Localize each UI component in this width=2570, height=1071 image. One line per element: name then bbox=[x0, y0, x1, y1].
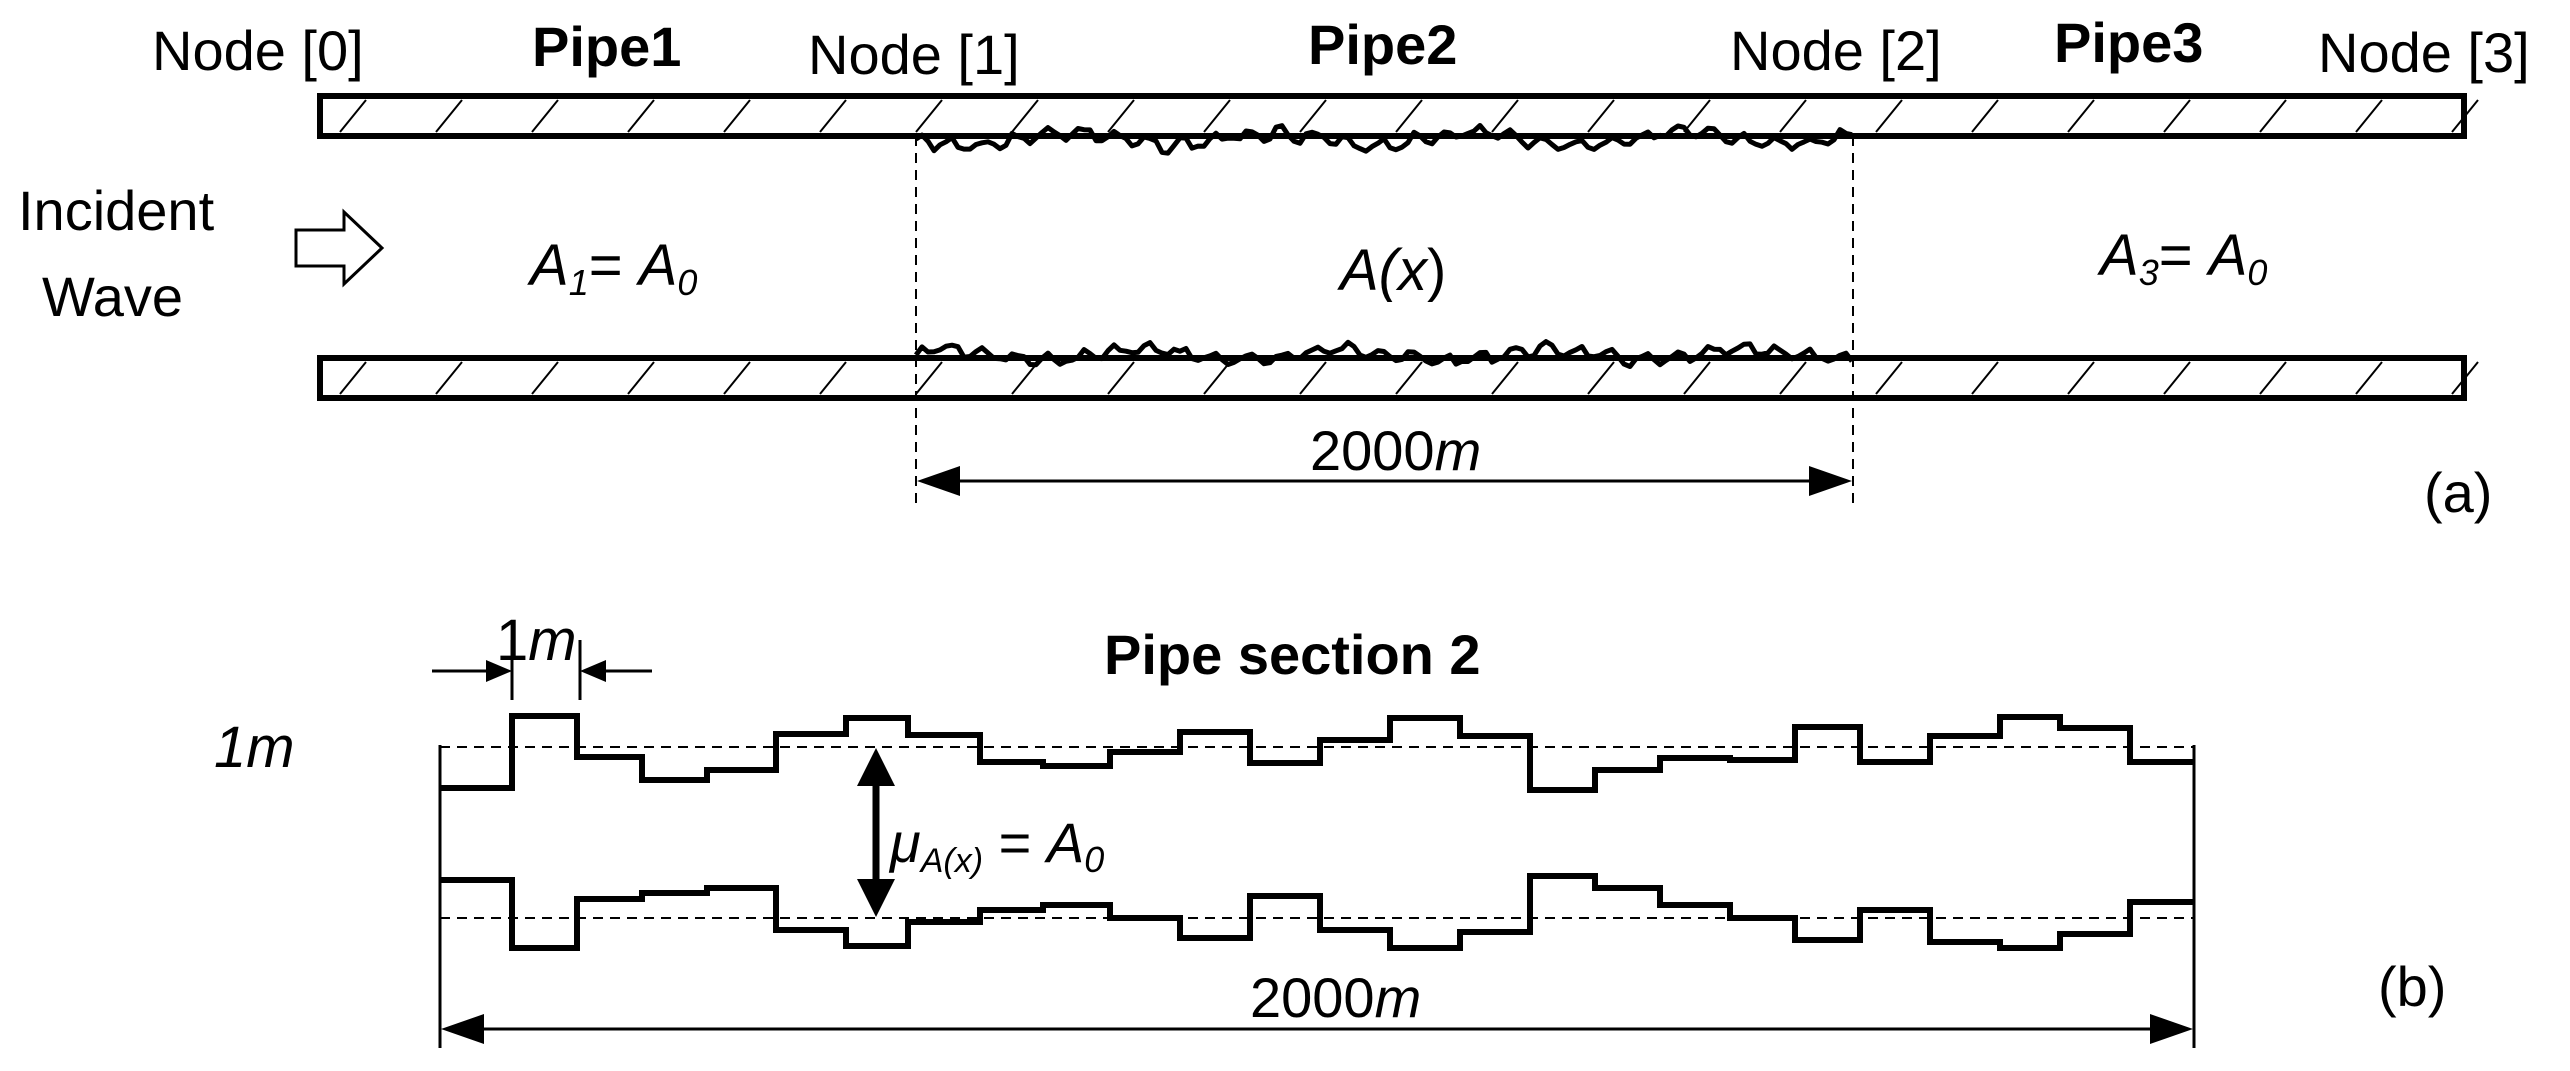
wall-hatch-line bbox=[1395, 99, 1423, 133]
pipe-2-length-label: 2000m bbox=[1310, 419, 1481, 482]
wall-hatch-line bbox=[531, 99, 559, 133]
wall-hatch-line bbox=[627, 99, 655, 133]
stepped-wall-bottom bbox=[440, 873, 2194, 951]
wall-hatch-line bbox=[1971, 99, 1999, 133]
pipe-1-label: Pipe1 bbox=[532, 15, 681, 78]
wall-hatch-line bbox=[1107, 361, 1135, 395]
wall-hatch-line bbox=[1299, 361, 1327, 395]
wall-hatch-line bbox=[1491, 99, 1519, 133]
wall-hatch-line bbox=[1875, 99, 1903, 133]
rough-wall-bottom bbox=[913, 339, 1855, 369]
wall-hatch-line bbox=[531, 361, 559, 395]
wall-hatch-line bbox=[2355, 361, 2383, 395]
pipe-2-label: Pipe2 bbox=[1308, 13, 1457, 76]
wall-hatch-line bbox=[915, 361, 943, 395]
node-1-label: Node [1] bbox=[808, 23, 1020, 86]
wall-hatch-line bbox=[1203, 361, 1231, 395]
wall-hatch-line bbox=[1011, 361, 1039, 395]
wall-hatch-line bbox=[723, 361, 751, 395]
section-length-arrow-right-icon bbox=[2150, 1014, 2193, 1044]
wall-hatch-line bbox=[915, 99, 943, 133]
section-length-label: 2000m bbox=[1250, 966, 1421, 1029]
wall-hatch-line bbox=[1779, 99, 1807, 133]
wall-hatch-line bbox=[435, 99, 463, 133]
dimension-arrow-left-icon bbox=[917, 466, 960, 496]
wall-hatch-line bbox=[1779, 361, 1807, 395]
incident-wave-label-line1: Incident bbox=[18, 179, 215, 242]
wall-hatch-line bbox=[2163, 99, 2191, 133]
wall-hatch-line bbox=[1011, 99, 1039, 133]
node-0-label: Node [0] bbox=[152, 19, 364, 82]
mean-diameter-arrow-down-icon bbox=[857, 879, 895, 917]
wall-hatch-line bbox=[435, 361, 463, 395]
pipe-section-2-title: Pipe section 2 bbox=[1104, 623, 1481, 686]
wall-hatch-line bbox=[819, 99, 847, 133]
panel-b: Pipe section 2 1m 1m μA( bbox=[214, 608, 2446, 1048]
incident-wave-label-line2: Wave bbox=[42, 265, 183, 328]
wall-hatch-line bbox=[2067, 361, 2095, 395]
wall-hatch-line bbox=[1299, 99, 1327, 133]
panel-b-tag: (b) bbox=[2378, 955, 2446, 1018]
stepped-wall-top bbox=[440, 713, 2194, 793]
wall-hatch-line bbox=[819, 361, 847, 395]
wall-hatch-line bbox=[1395, 361, 1423, 395]
pipe-2-area-label: A(x) bbox=[1337, 238, 1446, 303]
wall-hatch-line bbox=[1587, 361, 1615, 395]
step-width-indicator bbox=[432, 640, 652, 700]
step-width-arrow-right-icon bbox=[486, 660, 512, 682]
wall-hatch-line bbox=[723, 99, 751, 133]
wall-hatch-line bbox=[1491, 361, 1519, 395]
dimension-arrow-right-icon bbox=[1809, 466, 1852, 496]
step-width-arrow-left-icon bbox=[580, 660, 606, 682]
wall-hatch-line bbox=[2067, 99, 2095, 133]
wall-hatch-line bbox=[2259, 99, 2287, 133]
wall-hatch-line bbox=[2451, 99, 2479, 133]
node-3-label: Node [3] bbox=[2318, 21, 2530, 84]
wall-hatch-line bbox=[1587, 99, 1615, 133]
wall-hatch-line bbox=[2163, 361, 2191, 395]
pipe-3-area-label: A3= A0 bbox=[2097, 223, 2267, 293]
wall-hatch-line bbox=[2259, 361, 2287, 395]
wall-hatch-line bbox=[1875, 361, 1903, 395]
rough-wall-top bbox=[914, 123, 1853, 156]
wall-hatch-line bbox=[1683, 99, 1711, 133]
wall-hatch-line bbox=[339, 99, 367, 133]
panel-a: Node [0] Node [1] Node [2] Node [3] Pipe… bbox=[18, 11, 2530, 524]
amplitude-label: 1m bbox=[214, 715, 295, 780]
node-2-label: Node [2] bbox=[1730, 19, 1942, 82]
wall-hatch-line bbox=[1107, 99, 1135, 133]
wall-hatch-line bbox=[2355, 99, 2383, 133]
section-length-arrow-left-icon bbox=[441, 1014, 484, 1044]
wall-hatch-line bbox=[1971, 361, 1999, 395]
panel-a-tag: (a) bbox=[2424, 461, 2492, 524]
pipe-1-area-label: A1= A0 bbox=[527, 233, 697, 303]
mean-diameter-arrow-up-icon bbox=[857, 748, 895, 786]
step-width-label: 1m bbox=[496, 608, 577, 673]
wall-hatch-line bbox=[339, 361, 367, 395]
wall-hatch-line bbox=[1683, 361, 1711, 395]
wall-hatch-line bbox=[2451, 361, 2479, 395]
pipe-3-label: Pipe3 bbox=[2054, 11, 2203, 74]
bottom-pipe-wall bbox=[317, 355, 2479, 401]
wall-hatch-line bbox=[1203, 99, 1231, 133]
wall-hatch-line bbox=[627, 361, 655, 395]
mean-area-label: μA(x) = A0 bbox=[888, 811, 1104, 880]
incident-wave-arrow-icon bbox=[294, 208, 385, 288]
top-pipe-wall bbox=[317, 93, 2479, 139]
